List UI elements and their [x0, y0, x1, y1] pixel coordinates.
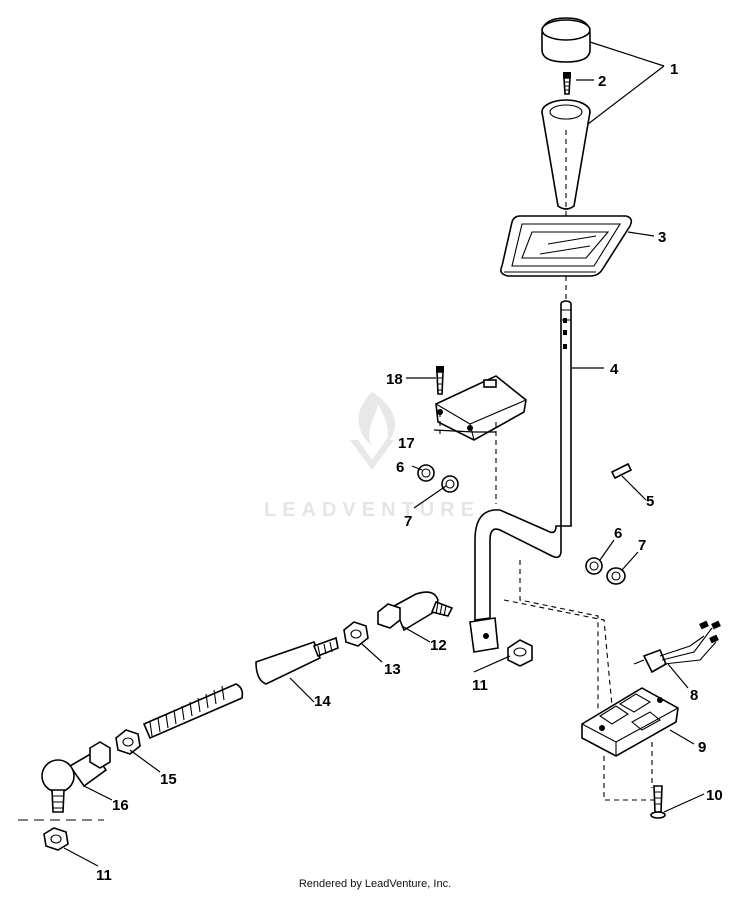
callout-12: 12: [430, 637, 447, 654]
part-knob-body: [541, 99, 591, 210]
part-ball-joint: [41, 741, 111, 813]
part-threaded-rod: [142, 683, 244, 740]
part-nut-upper: [507, 639, 533, 667]
callouts: 1 2 3 4 5 6 7 6 7 17 18 11 12 13 14 15 1…: [96, 61, 723, 884]
callout-6a: 6: [396, 459, 404, 476]
part-bolt-18: [436, 366, 444, 395]
callout-11b: 11: [96, 867, 112, 884]
part-shift-boot: [500, 215, 633, 277]
part-shift-base: [581, 687, 679, 757]
callout-3: 3: [658, 229, 666, 246]
callout-4: 4: [610, 361, 619, 378]
callout-14: 14: [314, 693, 331, 710]
part-screw: [563, 72, 571, 95]
callout-13: 13: [384, 661, 401, 678]
callout-7b: 7: [638, 537, 646, 554]
callout-16: 16: [112, 797, 129, 814]
part-bolt-10: [650, 785, 666, 819]
part-rod-end: [377, 591, 454, 632]
callout-8: 8: [690, 687, 698, 704]
callout-6b: 6: [614, 525, 622, 542]
part-washers-upper: [417, 464, 459, 493]
callout-1: 1: [670, 61, 678, 78]
callout-10: 10: [706, 787, 723, 804]
callout-5: 5: [646, 493, 654, 510]
callout-18: 18: [386, 371, 403, 388]
part-nut-15: [115, 729, 141, 755]
callout-9: 9: [698, 739, 706, 756]
part-washers-lower: [585, 557, 626, 585]
part-switch-harness: [633, 620, 721, 674]
watermark-text: LEADVENTURE: [264, 499, 480, 521]
callout-11a: 11: [472, 677, 488, 694]
callout-7a: 7: [404, 513, 412, 530]
part-bushing: [610, 462, 633, 480]
footer-credit: Rendered by LeadVenture, Inc.: [298, 878, 452, 890]
callout-17: 17: [398, 435, 415, 452]
part-knob-cap: [541, 17, 591, 63]
watermark: LEADVENTURE: [264, 392, 480, 521]
part-nut-13: [343, 621, 369, 647]
assembly-lines: [439, 130, 660, 801]
callout-15: 15: [160, 771, 177, 788]
part-sleeve: [255, 636, 339, 685]
part-nut-lower: [43, 827, 69, 851]
callout-2: 2: [598, 73, 606, 90]
part-shift-lever: [469, 300, 572, 653]
leader-lines: [63, 41, 705, 867]
